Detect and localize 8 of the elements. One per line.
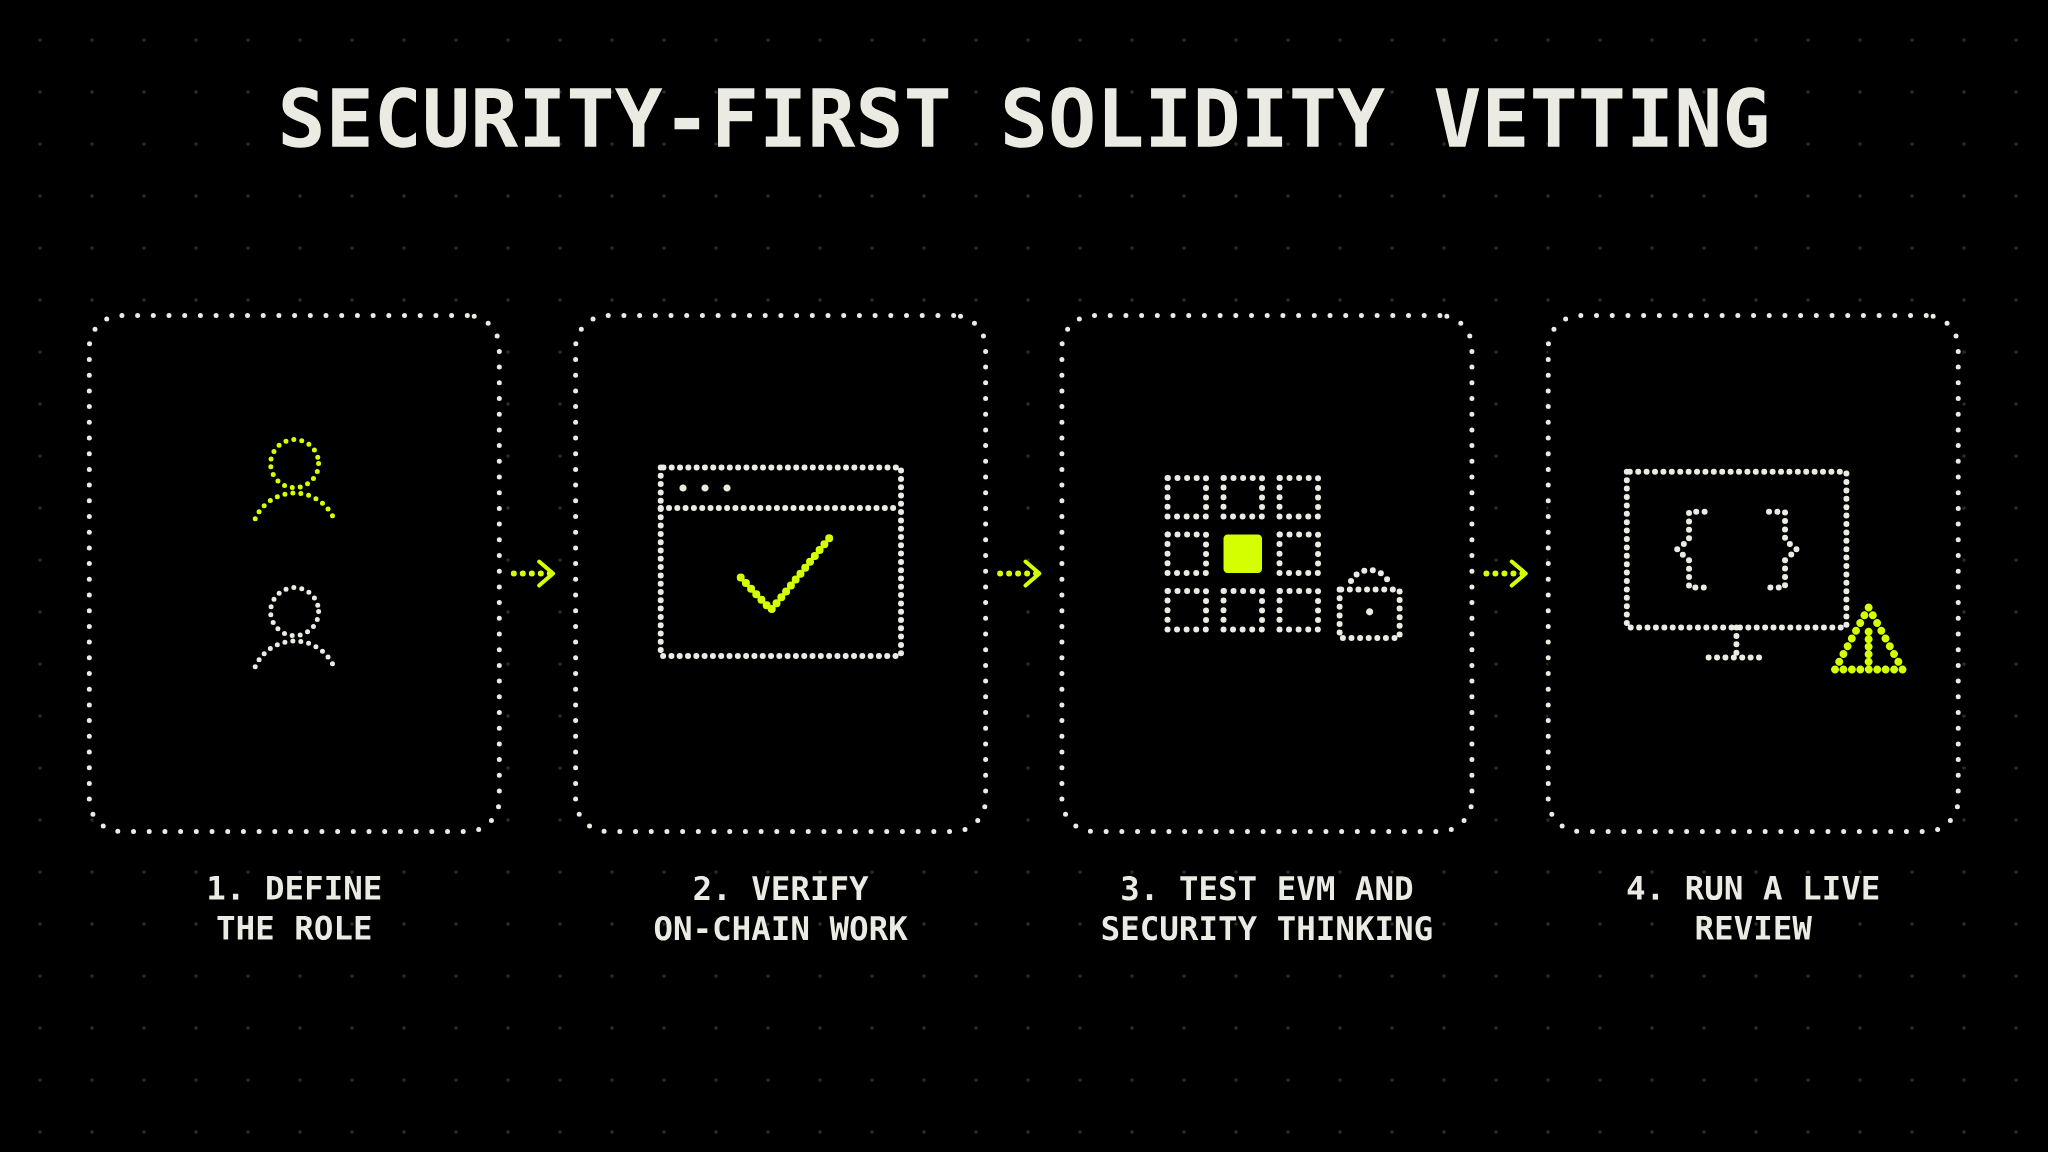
step-label: 3. TEST EVM AND SECURITY THINKING — [1102, 875, 1432, 941]
title: SECURITY-FIRST SOLIDITY VETTING — [282, 87, 1767, 148]
arrow — [510, 559, 556, 588]
arrow — [997, 559, 1042, 588]
arrow — [1483, 559, 1528, 588]
step-label: 1. DEFINE THE ROLE — [209, 875, 381, 941]
step-label: 4. RUN A LIVE REVIEW — [1627, 875, 1879, 940]
step-label: 2. VERIFY ON-CHAIN WORK — [654, 875, 908, 941]
